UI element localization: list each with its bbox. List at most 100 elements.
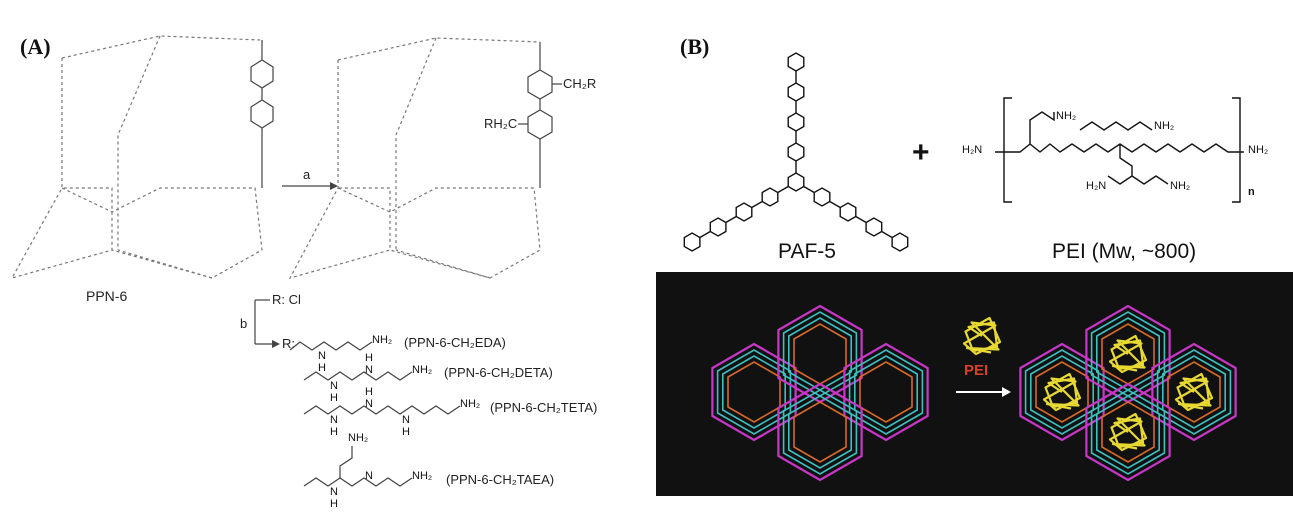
arrow-a-label: a [303,167,311,182]
ppn6-framework-right [288,37,541,279]
paf5-ring [761,187,779,207]
pei-polymer-coil [962,316,1002,356]
pore-ring [1035,361,1089,423]
paf5-bond [855,215,867,224]
ppn6-framework-left [10,35,263,279]
pore-ring [793,323,847,385]
pore-ring [1024,349,1100,435]
pei-nh2-right: NH₂ [1154,120,1175,132]
pore-ring [848,349,924,435]
pei-cluster [1042,372,1082,412]
pei-loading-arrowhead [1002,387,1011,397]
pei-loaded-pore [1085,382,1171,482]
pore-ring [1101,401,1155,463]
pei-coil-icon [962,316,1002,356]
biphenyl-right [518,42,562,188]
pore-ring [859,361,913,423]
pore-ring [788,395,852,469]
schematic-canvas [711,304,1237,482]
panel-b-label: (B) [680,34,710,59]
pore-ring [854,355,919,429]
step-b-label: b [240,316,248,331]
pore-ring [1167,361,1221,423]
paf5-bond [725,215,737,224]
paf5-bond [803,185,815,194]
pei-n-subscript: n [1248,186,1255,198]
empty-pore [711,342,797,442]
step-b-bracket [254,299,280,348]
paf5-ring [683,232,701,252]
paf5-ring [891,232,909,252]
taea-n-label: N [365,470,373,482]
deta-nh2-label: NH₂ [412,364,433,376]
pore-ring [1085,382,1171,482]
paf5-label: PAF-5 [778,240,836,263]
pei-label: PEI (Mw, ~800) [1052,240,1197,263]
pore-ring [1095,395,1161,469]
ch2r-label: CH₂R [563,76,597,91]
pore-ring [843,342,929,442]
pore-ring [1090,389,1166,475]
paf5-ring [709,217,727,237]
taea-nh2-top-label: NH₂ [348,432,369,444]
ppn6-label: PPN-6 [86,288,128,304]
paf5-ring [839,202,857,222]
paf5-bond [751,200,763,209]
reaction-arrow-a-head [330,182,338,190]
paf5-ring [787,142,805,162]
paf5-bond [699,230,711,239]
pei-arrow-label: PEI [964,362,989,379]
pei-polymer-coil [1174,372,1214,412]
pei-loading-schematic [656,272,1293,496]
paf5-core-ring [787,172,805,192]
pore-ring [1161,355,1227,429]
pei-cluster [1108,334,1148,374]
amine-name-deta: (PPN-6-CH₂DETA) [444,365,553,380]
panel-a-label: (A) [20,34,51,59]
pei-cluster [1174,372,1214,412]
pei-polymer-coil [1108,334,1148,374]
amine-name-taea: (PPN-6-CH₂TAEA) [446,472,555,487]
pei-nh2-bottom: NH₂ [1170,180,1191,192]
pore-ring [1029,355,1095,429]
amine-chain-deta [303,371,413,381]
paf5-ring [787,52,805,72]
amine-name-teta: (PPN-6-CH₂TETA) [490,400,598,415]
pei-molecule [995,97,1244,203]
pore-ring [777,382,863,482]
pei-nh2-far: NH₂ [1248,144,1269,156]
eda-nh2-label: NH₂ [372,334,393,346]
plus-sign: + [912,136,930,169]
r-cl-label: R: Cl [272,292,301,307]
pore-ring [727,361,781,423]
pore-ring [716,349,792,435]
amine-name-eda: (PPN-6-CH₂EDA) [404,335,506,350]
pei-h2n-bottom: H₂N [1086,180,1107,192]
empty-pore [777,382,863,482]
pei-polymer-coil [1108,412,1148,452]
taea-nh2-label: NH₂ [412,470,433,482]
paf5-bond [829,200,841,209]
pei-loaded-pore [1019,342,1105,442]
amine-chain-eda [289,341,373,351]
paf5-ring [787,82,805,102]
empty-pore [843,342,929,442]
paf5-ring [865,217,883,237]
ppn6-scheme [10,35,562,487]
pore-ring [793,401,847,463]
paf5-ring [813,187,831,207]
pei-loaded-pore [1151,342,1237,442]
pore-ring [788,317,852,391]
pore-ring [711,342,797,442]
paf5-ring [735,202,753,222]
paf5-molecule [683,52,909,252]
pei-polymer-coil [1042,372,1082,412]
pore-ring [782,389,858,475]
pei-h2n-left: H₂N [962,144,983,156]
